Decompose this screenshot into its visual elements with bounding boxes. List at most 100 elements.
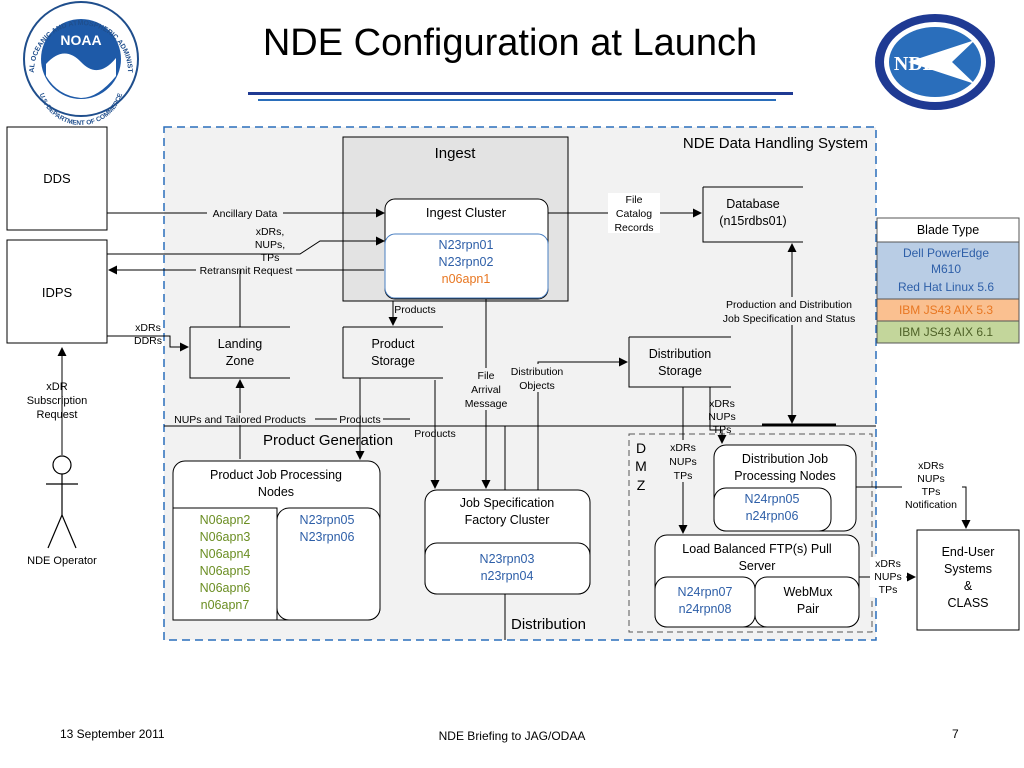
webmux-pair [754,576,860,628]
jsf-title-line1: Job Specification [460,496,555,510]
flow-products-gen: Products [414,428,455,440]
end-user-line2: Systems [944,562,992,576]
dmz-zone [628,433,873,633]
flow-to-end-line2: NUPs [874,571,901,583]
end-user-systems-box [916,529,1020,631]
flow-prod-dist-line1: Production and Distribution [726,299,852,311]
dmz-letter-d: D [636,440,646,456]
webmux-line2: Pair [797,602,819,616]
distribution-storage-line2: Storage [658,364,702,378]
product-storage-line1: Product [371,337,415,351]
flow-file-catalog-line2: Catalog [616,208,652,220]
slide-title: NDE Configuration at Launch [262,22,758,64]
flow-dist-objects-line1: Distribution [511,366,564,378]
flow-ancillary-data: Ancillary Data [213,208,278,220]
distribution-storage-line1: Distribution [649,347,712,361]
flow-xdrs-line3: TPs [261,252,280,264]
jsf-node-1: N23rpn03 [480,552,535,566]
flow-notification-line4: Notification [905,499,957,511]
flow-retransmit: Retransmit Request [200,265,293,277]
flow-to-djp-line1: xDRs [709,398,735,410]
jsf-node-list [424,542,591,595]
ingest-cluster-label: Ingest Cluster [426,205,507,220]
flow-xdrs-ddrs-line1: xDRs [135,322,161,334]
ftp-node-1: N24rpn07 [678,585,733,599]
pjp-green-node-3: N06apn4 [200,547,251,561]
flow-prod-dist-line2: Job Specification and Status [723,313,856,325]
operator-label: NDE Operator [27,555,97,567]
flow-to-ftp-line3: TPs [674,470,693,482]
flow-notification-line3: TPs [922,486,941,498]
djp-node-2: n24rpn06 [746,509,799,523]
ingest-label: Ingest [435,145,477,162]
nde-logo: NDE [875,14,995,110]
pjp-green-node-5: N06apn6 [200,581,251,595]
pjp-green-node-6: n06apn7 [201,598,250,612]
flow-to-ftp-line2: NUPs [669,456,696,468]
footer-center: NDE Briefing to JAG/ODAA [438,729,586,743]
xdr-request-line2: Subscription [27,395,88,407]
end-user-line4: CLASS [948,596,989,610]
landing-zone-line2: Zone [226,354,255,368]
legend-title: Blade Type [917,223,979,237]
product-generation-label: Product Generation [263,432,393,449]
flow-nups-tailored: NUPs and Tailored Products [174,414,306,426]
ingest-node-3: n06apn1 [442,272,491,286]
pjp-blue-node-1: N23rpn05 [300,513,355,527]
flow-notification-line1: xDRs [918,460,944,472]
end-user-line1: End-User [942,545,995,559]
jsf-title-line2: Factory Cluster [465,513,550,527]
noaa-label: NOAA [60,32,101,48]
flow-notification-line2: NUPs [917,473,944,485]
nde-label: NDE [894,53,936,75]
jsf-node-2: n23rpn04 [481,569,534,583]
pjp-green-node-4: N06apn5 [200,564,251,578]
dds-label: DDS [43,171,71,186]
ingest-node-1: N23rpn01 [439,238,494,252]
flow-dist-objects-line2: Objects [519,380,555,392]
database-host: (n15rdbs01) [719,214,786,228]
pjp-blue-node-list [276,507,381,621]
ingest-node-list [384,233,549,299]
xdr-request-line3: Request [37,409,78,421]
pjp-green-node-1: N06apn2 [200,513,251,527]
legend-dell-line1: Dell PowerEdge [903,246,989,260]
djp-node-1: N24rpn05 [745,492,800,506]
dds-box [6,126,108,231]
dmz-letter-m: M [635,458,647,474]
flow-file-arrival-line2: Arrival [471,384,501,396]
end-user-line3: & [964,579,973,593]
flow-file-catalog-line3: Records [614,222,653,234]
pjp-title-line2: Nodes [258,485,294,499]
database-label: Database [726,197,780,211]
idps-box [6,239,108,344]
flow-file-arrival-line3: Message [465,398,508,410]
noaa-logo: NATIONAL OCEANIC AND ATMOSPHERIC ADMINIS… [0,0,139,127]
flow-to-end-line1: xDRs [875,558,901,570]
pjp-title-line1: Product Job Processing [210,468,342,482]
title-underline-thin [258,99,776,101]
legend-ibm61: IBM JS43 AIX 6.1 [899,325,993,339]
footer-page-number: 7 [952,727,959,741]
dmz-letter-z: Z [637,477,646,493]
title-underline [248,92,793,95]
webmux-line1: WebMux [783,585,833,599]
pjp-green-node-list [172,507,278,621]
pjp-blue-node-2: N23rpn06 [300,530,355,544]
product-storage-line2: Storage [371,354,415,368]
legend-dell-line3: Red Hat Linux 5.6 [898,280,994,294]
djp-title-line2: Processing Nodes [734,469,835,483]
footer-date: 13 September 2011 [60,727,165,741]
legend-dell-line2: M610 [931,262,961,276]
flow-to-djp-line2: NUPs [708,411,735,423]
djp-title-line1: Distribution Job [742,452,828,466]
distribution-label: Distribution [511,616,586,633]
xdr-request-line1: xDR [46,381,67,393]
flow-xdrs-ddrs-line2: DDRs [134,335,162,347]
ftp-node-2: n24rpn08 [679,602,732,616]
ftp-title-line2: Server [739,559,776,573]
flow-xdrs-line1: xDRs, [256,226,285,238]
idps-label: IDPS [42,285,73,300]
flow-xdrs-line2: NUPs, [255,239,285,251]
